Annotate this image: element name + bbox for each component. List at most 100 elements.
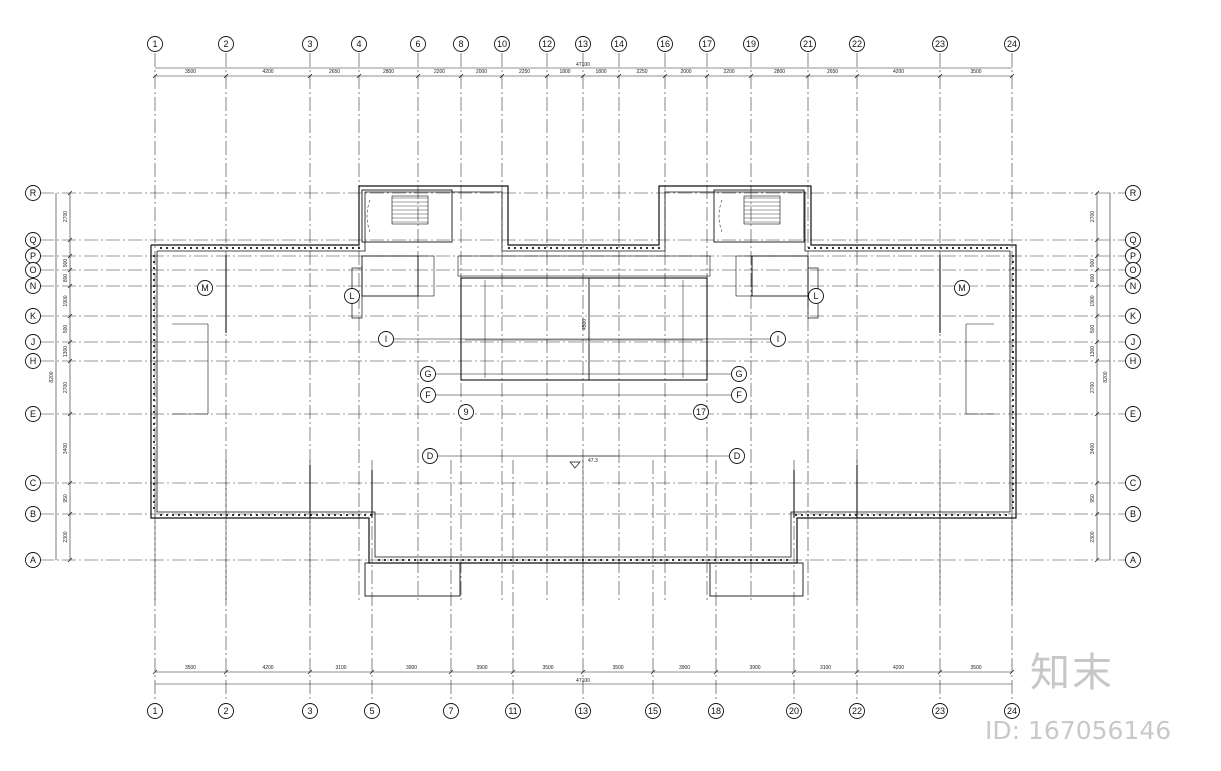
wall-hatch <box>232 514 234 516</box>
axis-bubble-left-C-label: C <box>30 478 37 488</box>
wall-hatch <box>732 559 734 561</box>
axis-bubble-left-J: J <box>25 334 41 350</box>
wall-hatch <box>660 559 662 561</box>
wall-hatch <box>316 514 318 516</box>
wall-hatch <box>153 471 155 473</box>
wall-hatch <box>720 559 722 561</box>
wall-hatch <box>1012 327 1014 329</box>
wall-hatch <box>981 514 983 516</box>
axis-bubble-right-A: A <box>1125 552 1141 568</box>
top-dimension-tick <box>152 73 158 79</box>
wall-hatch <box>910 247 912 249</box>
axis-bubble-right-R-circle <box>1125 185 1141 201</box>
tag-m-right-label: M <box>958 283 966 293</box>
top-dimension-label: 3500 <box>970 69 981 75</box>
wall-hatch <box>891 514 893 516</box>
axis-bubble-bottom-1-circle <box>147 703 163 719</box>
top-dimension-tick <box>499 73 505 79</box>
wall-hatch <box>238 247 240 249</box>
watermark-id: ID: 167056146 <box>985 716 1172 745</box>
left-dimension-tick <box>67 237 73 243</box>
wall-hatch <box>184 514 186 516</box>
wall-hatch <box>334 247 336 249</box>
axis-bubble-left-H: H <box>25 353 41 369</box>
top-dimension-label: 2250 <box>636 69 647 75</box>
wall-hatch <box>1012 261 1014 263</box>
wall-hatch <box>1012 315 1014 317</box>
wall-hatch <box>915 514 917 516</box>
wall-hatch <box>807 514 809 516</box>
top-dimension-tick <box>458 73 464 79</box>
tag-m-left-circle <box>197 280 213 296</box>
wall-hatch <box>897 514 899 516</box>
axis-bubble-top-14-circle <box>611 36 627 52</box>
wall-hatch <box>744 559 746 561</box>
wall-hatch <box>202 514 204 516</box>
wall-hatch <box>786 559 788 561</box>
bottom-dimension-tick <box>307 669 313 675</box>
bottom-dimension-tick <box>510 669 516 675</box>
axis-bubble-right-C: C <box>1125 475 1141 491</box>
wall-hatch <box>153 273 155 275</box>
wall-hatch <box>879 514 881 516</box>
axis-bubble-left-R-label: R <box>30 188 37 198</box>
elevation-mark-symbol <box>569 461 581 469</box>
tag-l-left-label: L <box>349 291 354 301</box>
left-dimension-tick <box>67 480 73 486</box>
left-dimension-tick <box>67 358 73 364</box>
left-core-stair-arc <box>366 199 371 233</box>
bottom-dimension-label: 3900 <box>749 665 760 671</box>
top-dimension-tick <box>662 73 668 79</box>
wall-hatch <box>316 247 318 249</box>
wall-hatch <box>286 514 288 516</box>
side-total-label: 8200 <box>49 371 55 382</box>
wall-hatch <box>1012 387 1014 389</box>
right-dimension-tick <box>1094 557 1100 563</box>
wall-hatch <box>346 247 348 249</box>
wall-hatch <box>873 514 875 516</box>
wall-hatch <box>568 247 570 249</box>
wall-hatch <box>153 369 155 371</box>
right-dimension-tick <box>1094 480 1100 486</box>
wall-hatch <box>250 247 252 249</box>
wall-hatch <box>522 559 524 561</box>
bottom-dimension-label: 3900 <box>406 665 417 671</box>
exterior-wall-inner <box>156 191 1011 558</box>
left-dimension-label: 900 <box>63 259 69 268</box>
right-dimension-tick <box>1094 411 1100 417</box>
wall-hatch <box>153 357 155 359</box>
bottom-dimension-label: 3500 <box>612 665 623 671</box>
top-dimension-tick <box>223 73 229 79</box>
wall-hatch <box>1012 495 1014 497</box>
axis-bubble-bottom-24-circle <box>1004 703 1020 719</box>
top-dimension-tick <box>307 73 313 79</box>
wall-hatch <box>1012 399 1014 401</box>
wall-hatch <box>426 559 428 561</box>
wall-hatch <box>646 247 648 249</box>
wall-hatch <box>153 285 155 287</box>
axis-bubble-bottom-18-circle <box>708 703 724 719</box>
wall-hatch <box>546 559 548 561</box>
left-dimension-tick <box>67 313 73 319</box>
wall-hatch <box>1012 453 1014 455</box>
axis-grid-lines <box>40 53 1126 702</box>
axis-bubble-top-6-label: 6 <box>415 39 420 49</box>
axis-bubble-left-B: B <box>25 506 41 522</box>
bottom-dimension-tick <box>937 669 943 675</box>
wall-hatch <box>280 514 282 516</box>
wall-hatch <box>594 559 596 561</box>
bottom-dimension-label: 3100 <box>820 665 831 671</box>
wall-hatch <box>153 351 155 353</box>
wall-hatch <box>1012 507 1014 509</box>
axis-bubble-top-2-label: 2 <box>223 39 228 49</box>
wall-hatch <box>762 559 764 561</box>
axis-bubble-left-A-circle <box>25 552 41 568</box>
right-dimension-label: 2700 <box>1090 211 1096 222</box>
axis-bubble-bottom-22-circle <box>849 703 865 719</box>
axis-bubble-top-23-label: 23 <box>935 39 945 49</box>
wall-hatch <box>544 247 546 249</box>
axis-bubble-right-B: B <box>1125 506 1141 522</box>
wall-hatch <box>346 514 348 516</box>
